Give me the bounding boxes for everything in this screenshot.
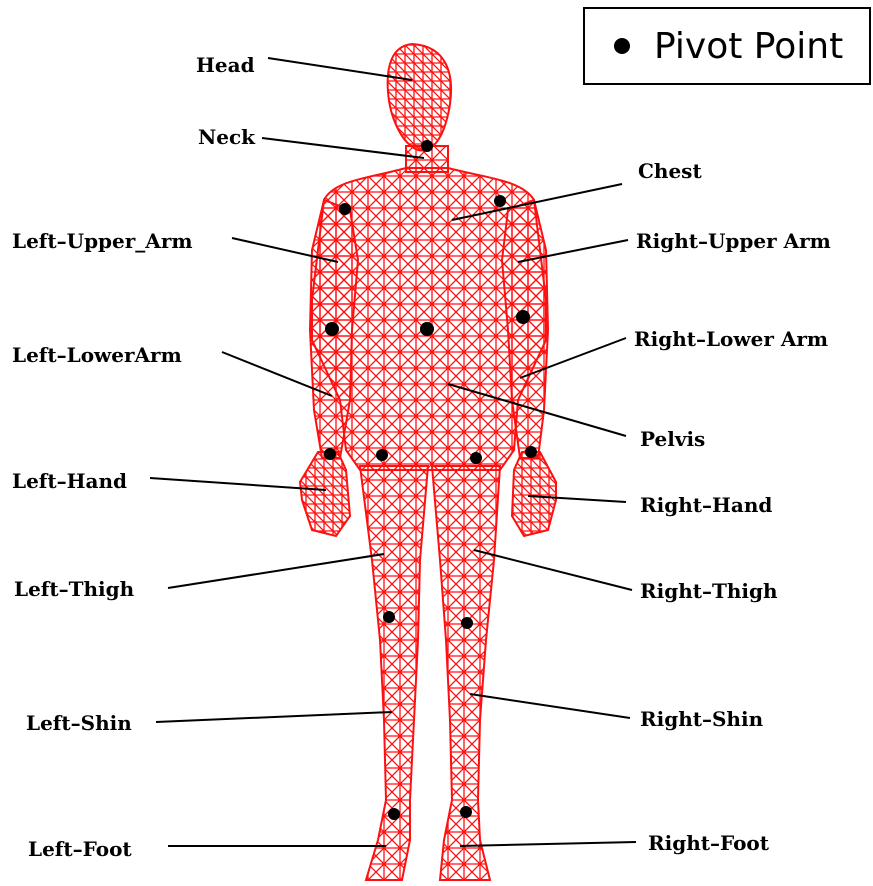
pivot-point-right-hip [470,452,482,464]
label-neck: Neck [198,125,256,149]
label-left-thigh: Left–Thigh [14,577,135,601]
leader-left-thigh [168,554,384,588]
pivot-point-right-shoulder [494,195,506,207]
pivot-point-left-shoulder [339,203,351,215]
label-pelvis: Pelvis [640,427,705,451]
label-left-foot: Left–Foot [28,837,132,861]
pivot-point-right-ankle [460,806,472,818]
pivot-point-left-knee [383,611,395,623]
label-head: Head [196,53,255,77]
legend: Pivot Point [584,8,870,84]
leader-right-foot [460,842,636,846]
label-left-upper-arm: Left–Upper_Arm [12,229,193,253]
label-left-shin: Left–Shin [26,711,132,735]
leader-left-shin [156,712,392,722]
pivot-point-left-ankle [388,808,400,820]
pivot-point-left-hip [376,449,388,461]
pivot-point-right-knee [461,617,473,629]
head-mesh [388,44,451,150]
body-figure [300,44,556,880]
pivot-point-right-wrist [525,446,537,458]
leader-right-thigh [474,550,632,590]
label-right-lower-arm: Right–Lower Arm [634,327,828,351]
pivot-point-left-elbow [325,322,339,336]
label-left-lower-arm: Left–LowerArm [12,343,182,367]
right-hand-mesh [512,452,556,536]
pivot-point-left-wrist [324,448,336,460]
pivot-point-right-elbow [516,310,530,324]
label-chest: Chest [638,159,702,183]
label-right-shin: Right–Shin [640,707,764,731]
label-right-hand: Right–Hand [640,493,772,517]
leader-right-shin [470,694,630,718]
leader-neck [262,138,424,158]
left-hand-mesh [300,452,350,536]
legend-label: Pivot Point [654,26,843,67]
pivot-point-pelvis [420,322,434,336]
label-right-upper-arm: Right–Upper Arm [636,229,831,253]
filled-circle-icon [614,38,630,54]
label-right-thigh: Right–Thigh [640,579,778,603]
label-left-hand: Left–Hand [12,469,127,493]
label-right-foot: Right–Foot [648,831,770,855]
pivot-point-neck [421,140,433,152]
